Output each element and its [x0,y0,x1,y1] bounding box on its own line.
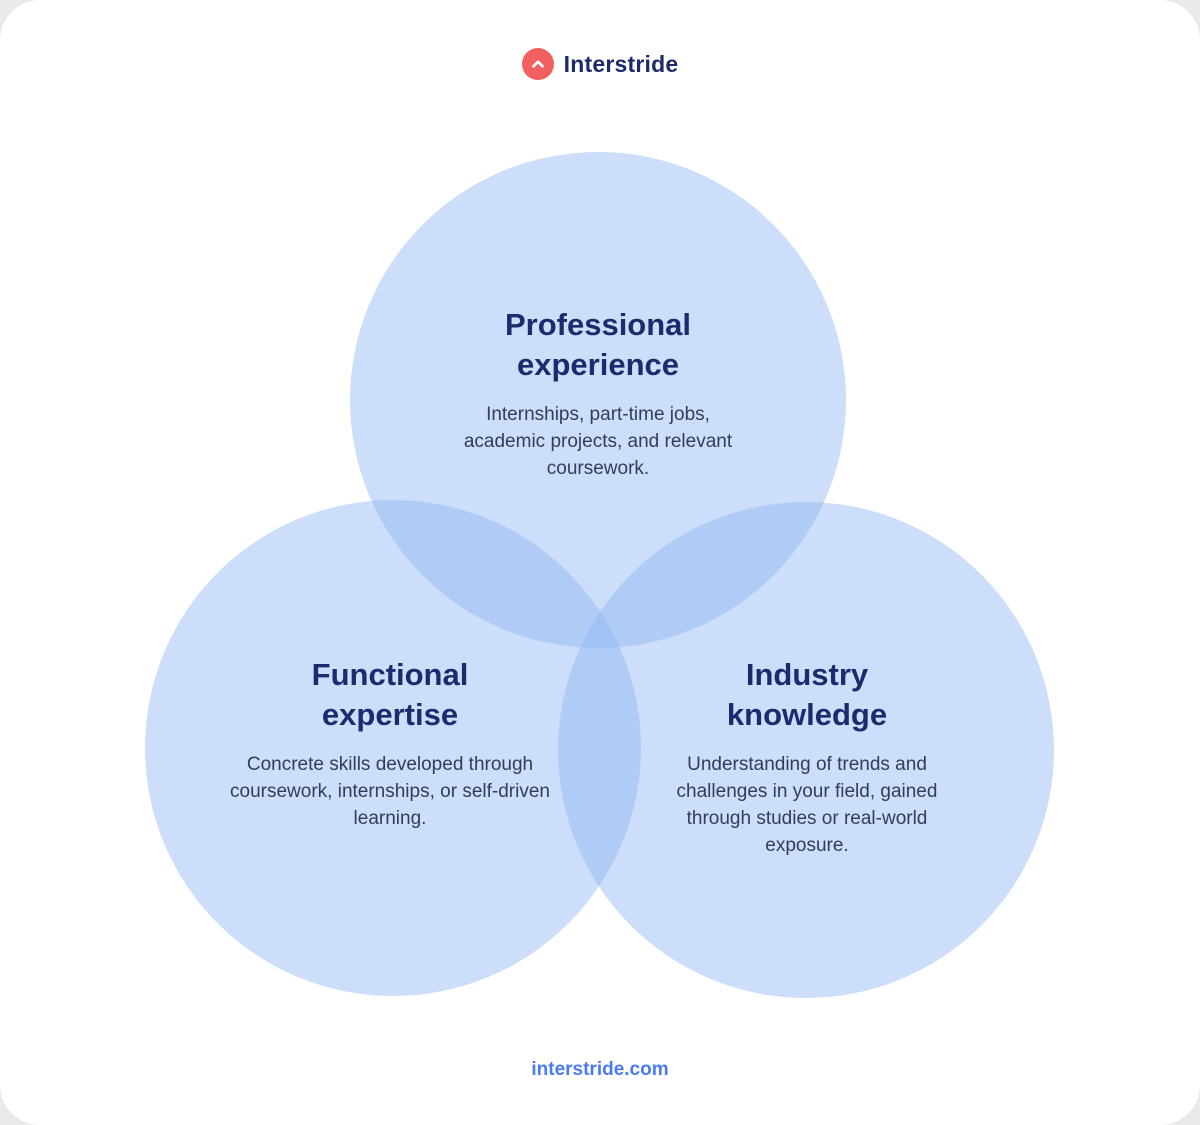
venn-circle-functional-expertise [145,500,641,996]
circle-title: Industry knowledge [726,657,888,732]
circle-description: Internships, part-time jobs, academic pr… [463,404,733,479]
footer-url: interstride.com [531,1059,669,1080]
interstride-logo [521,48,554,80]
brand-header: Interstride [0,48,1200,80]
venn-label-industry-knowledge: Industry knowledge Understanding of tren… [647,655,967,859]
brand-name: Interstride [563,50,679,77]
circle-description: Concrete skills developed through course… [230,754,550,829]
venn-label-professional-experience: Professional experience Internships, par… [428,305,768,482]
circle-title: Functional expertise [311,657,469,732]
venn-label-functional-expertise: Functional expertise Concrete skills dev… [193,655,587,832]
venn-circle-industry-knowledge [558,502,1054,998]
venn-circle-professional-experience [350,152,846,648]
circle-description: Understanding of trends and challenges i… [676,754,938,856]
footer: interstride.com [0,1059,1200,1081]
circle-title: Professional experience [504,307,692,382]
chevron-up-icon [531,60,544,68]
